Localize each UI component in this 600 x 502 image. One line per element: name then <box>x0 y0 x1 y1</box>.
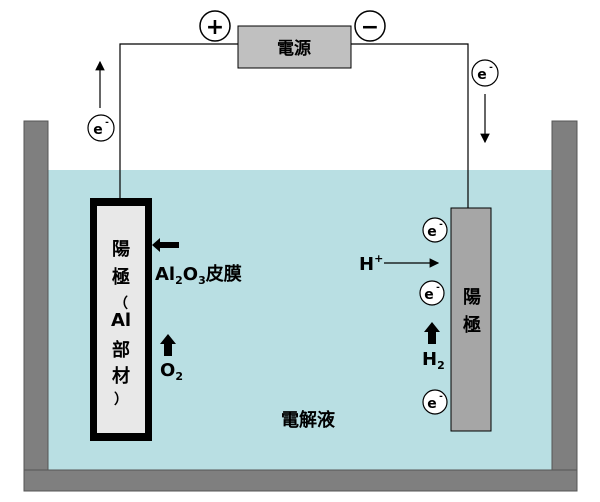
svg-text:陽: 陽 <box>112 239 130 260</box>
minus-sign: − <box>361 15 379 40</box>
electron-right-electrode-top: e - <box>422 217 448 243</box>
svg-text:部: 部 <box>112 339 130 361</box>
electron-right-electrode-bottom: e - <box>422 389 448 415</box>
hydrogen-ion-label: H+ <box>359 252 383 275</box>
svg-text:e: e <box>477 67 487 83</box>
svg-text:（: （ <box>114 296 128 312</box>
svg-text:-: - <box>439 220 443 230</box>
tank <box>23 120 578 492</box>
svg-text:e: e <box>427 396 437 412</box>
svg-text:陽: 陽 <box>463 287 481 308</box>
electron-right-wire: e - <box>471 59 499 87</box>
svg-text:e: e <box>93 122 103 138</box>
electron-left-wire: e - <box>87 114 115 142</box>
svg-text:e: e <box>424 287 434 303</box>
svg-text:材: 材 <box>112 365 130 387</box>
anode-left-label: 陽 極 （ Al 部 材 ） <box>111 239 131 408</box>
svg-text:-: - <box>105 118 109 128</box>
minus-terminal: − <box>354 10 386 42</box>
power-source-box <box>237 25 352 69</box>
right-electrode <box>450 207 492 432</box>
svg-text:-: - <box>436 283 440 293</box>
power-source-label: 電源 <box>277 38 311 59</box>
svg-text:-: - <box>489 63 493 73</box>
oxygen-arrow <box>160 334 176 356</box>
plus-sign: + <box>206 15 224 40</box>
right-electrode-label: 陽 極 <box>463 287 481 336</box>
anode-left <box>97 206 145 433</box>
svg-text:極: 極 <box>112 266 130 288</box>
svg-text:）: ） <box>114 392 128 408</box>
oxide-film-label: Al2O3皮膜 <box>155 263 242 287</box>
svg-text:極: 極 <box>463 314 481 336</box>
svg-text:e: e <box>427 224 437 240</box>
plus-terminal: + <box>199 10 231 42</box>
electrolyte-label: 電解液 <box>281 409 336 431</box>
hydrogen-label: H2 <box>422 349 445 372</box>
electron-right-electrode-middle: e - <box>419 280 445 306</box>
svg-text:Al: Al <box>111 310 131 331</box>
hydrogen-arrow <box>424 322 440 344</box>
wires <box>119 43 469 208</box>
oxygen-label: O2 <box>160 360 183 383</box>
svg-text:-: - <box>439 392 443 402</box>
oxide-film-arrow <box>152 238 179 252</box>
